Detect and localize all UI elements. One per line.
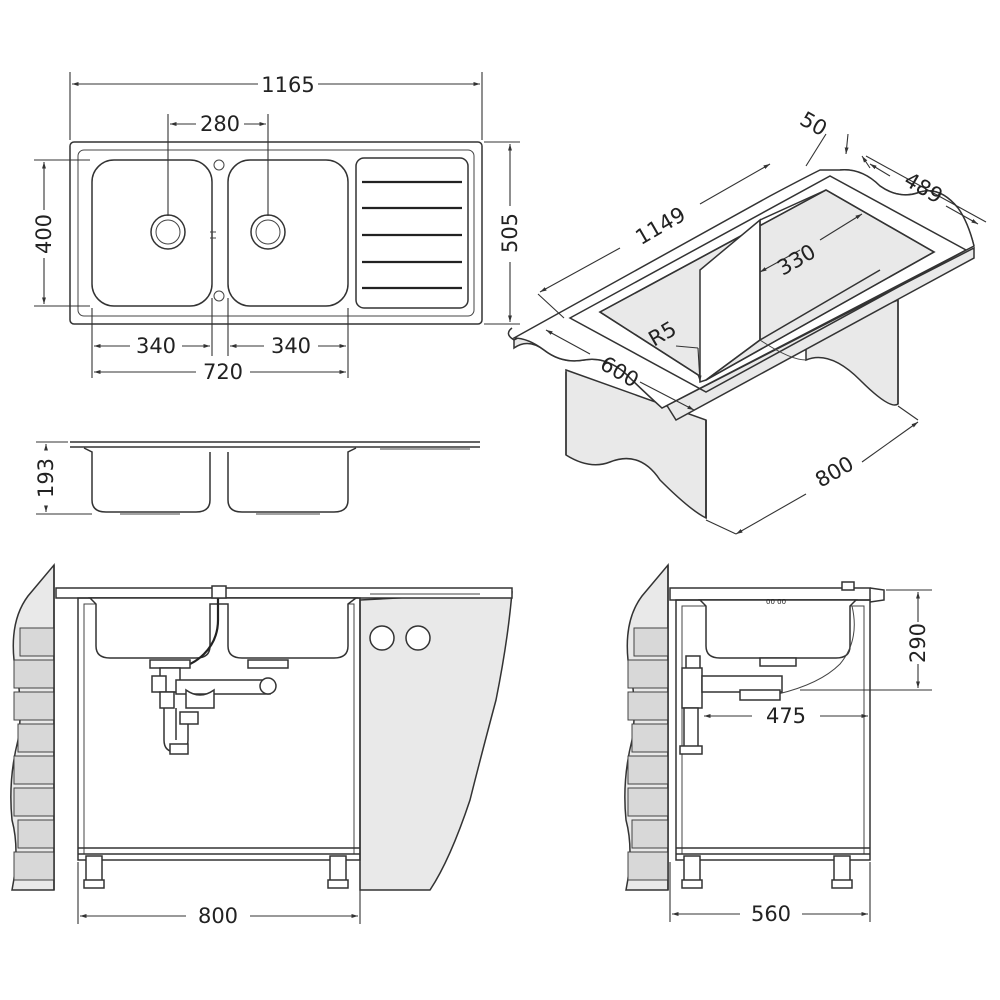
dim-340-right: 340 bbox=[271, 334, 311, 358]
sink-rim bbox=[568, 175, 968, 393]
dim-475: 475 bbox=[766, 704, 806, 728]
dim-193: 193 bbox=[34, 458, 58, 498]
dim-720: 720 bbox=[203, 360, 243, 384]
dim-50: 50 bbox=[796, 107, 831, 141]
isometric-view: 50 489 1149 330 R5 600 800 bbox=[507, 107, 987, 535]
dim-400: 400 bbox=[32, 214, 56, 254]
dim-290: 290 bbox=[906, 623, 930, 663]
dim-800-front: 800 bbox=[198, 904, 238, 928]
dim-505: 505 bbox=[498, 213, 522, 253]
section-view: 193 bbox=[34, 441, 480, 515]
top-view: 1165 280 400 505 340 340 720 bbox=[32, 72, 522, 384]
dim-1149: 1149 bbox=[631, 202, 689, 250]
side-ruler-mark: 00 00 bbox=[766, 598, 786, 606]
dim-340-left: 340 bbox=[136, 334, 176, 358]
side-trap-plumbing bbox=[679, 605, 855, 755]
drainer bbox=[355, 157, 469, 309]
left-bowl bbox=[91, 159, 213, 307]
dim-1165: 1165 bbox=[261, 73, 314, 97]
trap-plumbing bbox=[149, 585, 289, 755]
dim-560: 560 bbox=[751, 902, 791, 926]
front-install-view: 800 bbox=[10, 562, 513, 928]
right-bowl bbox=[227, 159, 349, 307]
dim-280: 280 bbox=[200, 112, 240, 136]
sink-outline bbox=[69, 141, 483, 325]
side-install-view: 00 00 290 475 560 bbox=[624, 562, 932, 926]
dim-800-iso: 800 bbox=[811, 452, 858, 493]
